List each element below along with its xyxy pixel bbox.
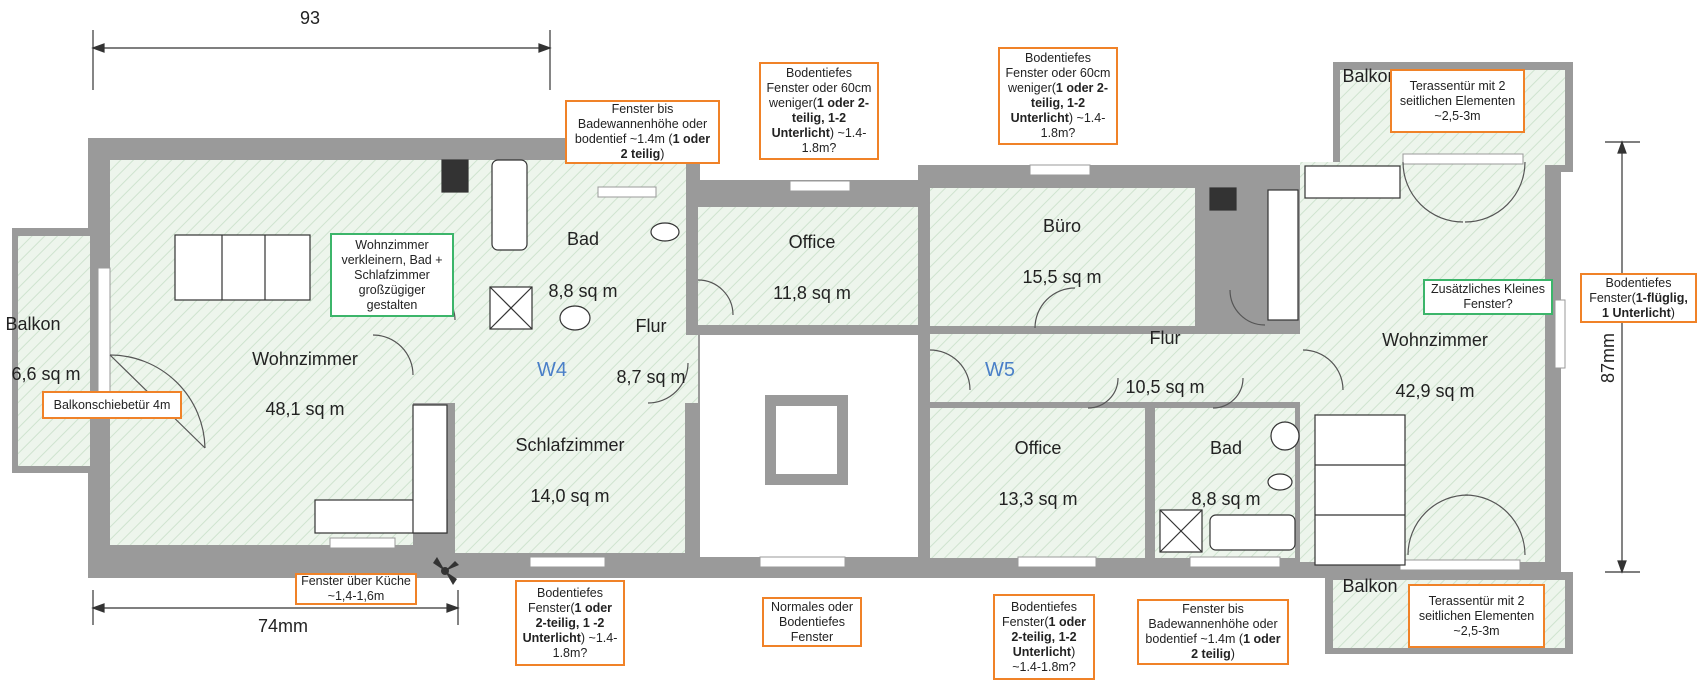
floor-schlafzimmer: [455, 403, 685, 553]
note-fenster-badewanne-top: Fenster bis Badewannenhöhe oder bodentie…: [565, 100, 720, 164]
floor-wohnzimmer-left: [110, 160, 413, 545]
light-well: [700, 335, 918, 557]
sink-w5: [1270, 421, 1300, 451]
vent-icon: [433, 557, 459, 585]
unit-label-w4: W4: [537, 359, 567, 381]
unit-label-w5: W5: [985, 359, 1015, 381]
dimension-top-label: 93: [300, 8, 320, 28]
room-area-office-w5: 13,3 sq m: [998, 489, 1077, 509]
room-name-wohnzimmer-left: Wohnzimmer: [252, 349, 358, 369]
note-bodentief-office: Bodentiefes Fenster(1 oder 2-teilig, 1-2…: [993, 594, 1095, 680]
floor-office-w5: [930, 408, 1145, 558]
washer-w5: [1209, 187, 1237, 211]
toilet-w5: [1267, 473, 1293, 491]
dimension-right-label: 87mm: [1598, 333, 1618, 383]
note-terassentuer-top: Terassentür mit 2 seitlichen Elementen ~…: [1390, 69, 1525, 133]
room-name-office-w4: Office: [789, 232, 836, 252]
room-floors: [18, 70, 1565, 648]
note-wohnzimmer-verkleinern: Wohnzimmer verkleinern, Bad + Schlafzimm…: [330, 233, 454, 317]
balkon-top-right-label: Balkon: [1342, 66, 1397, 86]
note-bodentief-60-b: Bodentiefes Fenster oder 60cm weniger(1 …: [998, 47, 1118, 145]
room-area-flur-w4: 8,7 sq m: [616, 367, 685, 387]
room-area-flur-w5: 10,5 sq m: [1125, 377, 1204, 397]
room-name-bad-w4: Bad: [567, 229, 599, 249]
note-bodentief-right: Bodentiefes Fenster(1-flüglig, 1 Unterli…: [1580, 273, 1697, 323]
room-name-schlafzimmer: Schlafzimmer: [515, 435, 624, 455]
bathtub-w5: [1209, 514, 1296, 551]
room-name-balkon-left: Balkon: [5, 314, 60, 334]
bed-right: [1314, 414, 1406, 566]
room-area-bad-w4: 8,8 sq m: [548, 281, 617, 301]
bed-left: [174, 234, 311, 301]
room-area-bad-w5: 8,8 sq m: [1191, 489, 1260, 509]
dimension-bottom-label: 74mm: [258, 616, 308, 636]
sink-w4: [559, 305, 591, 331]
fixtures: [174, 159, 1406, 566]
floor-flur-w4: [413, 335, 698, 403]
note-fenster-badewanne-bottom: Fenster bis Badewannenhöhe oder bodentie…: [1137, 599, 1289, 665]
dimension-right: [1605, 140, 1640, 574]
room-name-flur-w5: Flur: [1150, 328, 1181, 348]
wardrobe-w5: [1267, 189, 1299, 321]
room-area-buero: 15,5 sq m: [1022, 267, 1101, 287]
floor-buero: [930, 188, 1195, 326]
balkon-bottom-right-label: Balkon: [1342, 576, 1397, 596]
room-area-wohnzimmer-left: 48,1 sq m: [265, 399, 344, 419]
room-name-bad-w5: Bad: [1210, 438, 1242, 458]
note-zusaetzliches-fenster: Zusätzliches Kleines Fenster?: [1423, 279, 1553, 315]
room-area-schlafzimmer: 14,0 sq m: [530, 486, 609, 506]
kitchen-side: [412, 404, 448, 534]
room-name-buero: Büro: [1043, 216, 1081, 236]
window-openings: [97, 153, 1566, 571]
room-name-flur-w4: Flur: [636, 316, 667, 336]
note-bodentief-schlaf: Bodentiefes Fenster(1 oder 2-teilig, 1 -…: [515, 580, 625, 666]
room-area-balkon-left: 6,6 sq m: [11, 364, 80, 384]
room-area-wohnzimmer-right: 42,9 sq m: [1395, 381, 1474, 401]
floor-office-w4: [698, 207, 918, 325]
note-balkonschiebetuer: Balkonschiebetür 4m: [42, 391, 182, 419]
note-normales-fenster: Normales oder Bodentiefes Fenster: [762, 597, 862, 647]
room-name-office-w5: Office: [1015, 438, 1062, 458]
note-terassentuer-bottom: Terassentür mit 2 seitlichen Elementen ~…: [1408, 584, 1545, 648]
note-bodentief-60-a: Bodentiefes Fenster oder 60cm weniger(1 …: [759, 62, 879, 160]
counter-w5: [1304, 165, 1401, 199]
washer-w4: [441, 159, 469, 193]
note-fenster-kueche: Fenster über Küche ~1,4-1,6m: [295, 573, 417, 605]
dimension-top: [91, 30, 552, 90]
room-area-office-w4: 11,8 sq m: [773, 283, 851, 303]
toilet-w4: [650, 222, 680, 242]
dimension-bottom: [91, 590, 460, 625]
room-name-wohnzimmer-right: Wohnzimmer: [1382, 330, 1488, 350]
bathtub-w4: [491, 159, 528, 251]
floor-balkon-left: [18, 236, 90, 466]
